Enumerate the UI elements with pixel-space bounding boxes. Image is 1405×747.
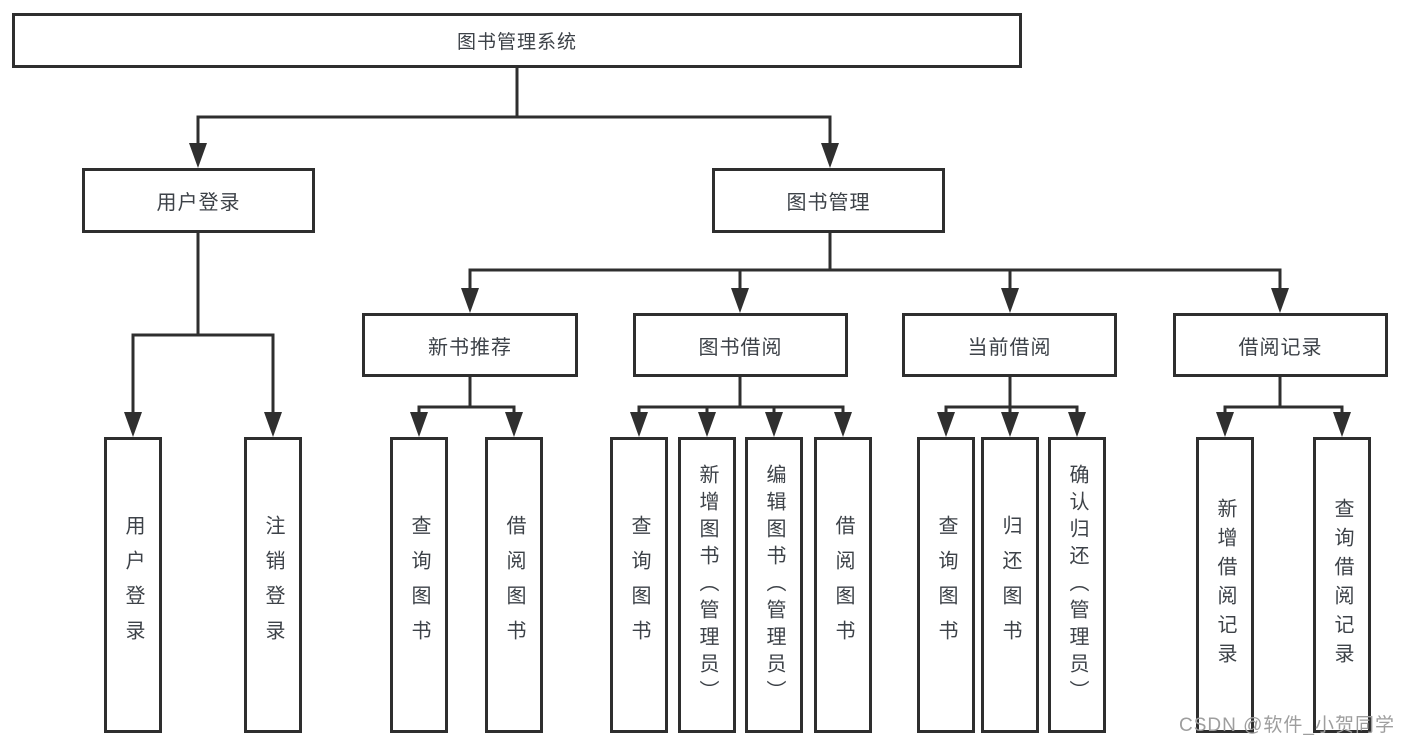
connector-root-split	[196, 68, 832, 146]
node-add-books-admin-label: 新增图书（管理员）	[696, 463, 718, 707]
arrowhead	[1001, 412, 1019, 437]
node-add-borrow-record-label: 新增借阅记录	[1214, 498, 1236, 672]
connector-book-borrow-split	[637, 377, 845, 416]
node-borrow-books-action: 借阅图书	[814, 437, 872, 733]
node-query-borrow-record: 查询借阅记录	[1313, 437, 1371, 733]
arrowhead	[698, 412, 716, 437]
arrowhead	[731, 288, 749, 313]
node-borrow-books-recommend: 借阅图书	[485, 437, 543, 733]
node-borrow-records-label: 借阅记录	[1238, 336, 1323, 359]
node-user-login-label: 用户登录	[156, 192, 241, 214]
node-user-login: 用户登录	[82, 168, 315, 233]
node-query-books-borrow-label: 查询图书	[628, 515, 650, 655]
node-query-borrow-record-label: 查询借阅记录	[1331, 498, 1353, 672]
node-new-book-recommend: 新书推荐	[362, 313, 578, 377]
node-logout-action-label: 注销登录	[262, 515, 284, 655]
node-book-management-label: 图书管理	[786, 192, 871, 214]
connector-paths	[131, 68, 1344, 416]
node-return-books-label: 归还图书	[999, 515, 1021, 655]
connector-new-book-split	[417, 377, 516, 416]
node-user-login-action: 用户登录	[104, 437, 162, 733]
node-current-borrow-label: 当前借阅	[967, 336, 1052, 359]
node-add-borrow-record: 新增借阅记录	[1196, 437, 1254, 733]
node-query-books-recommend: 查询图书	[390, 437, 448, 733]
node-book-management: 图书管理	[712, 168, 945, 233]
arrowhead	[834, 412, 852, 437]
arrowhead	[461, 288, 479, 313]
arrowhead	[1216, 412, 1234, 437]
node-add-books-admin: 新增图书（管理员）	[678, 437, 736, 733]
arrowhead	[1271, 288, 1289, 313]
connector-book-mgmt-split	[468, 233, 1282, 292]
node-current-borrow: 当前借阅	[902, 313, 1117, 377]
arrowhead	[821, 143, 839, 168]
arrowhead	[189, 143, 207, 168]
node-query-books-borrow: 查询图书	[610, 437, 668, 733]
node-edit-books-admin-label: 编辑图书（管理员）	[763, 463, 785, 707]
arrowhead	[264, 412, 282, 437]
arrowhead	[1001, 288, 1019, 313]
node-borrow-books-action-label: 借阅图书	[832, 515, 854, 655]
watermark: CSDN @软件_小贺同学	[1179, 715, 1395, 736]
connector-current-borrow-split	[944, 377, 1079, 416]
node-book-borrow-label: 图书借阅	[698, 336, 783, 359]
node-return-books: 归还图书	[981, 437, 1039, 733]
connector-user-login-split	[131, 233, 275, 416]
arrowhead	[630, 412, 648, 437]
arrowhead	[505, 412, 523, 437]
arrowhead	[410, 412, 428, 437]
node-logout-action: 注销登录	[244, 437, 302, 733]
node-query-books-recommend-label: 查询图书	[408, 515, 430, 655]
node-borrow-books-recommend-label: 借阅图书	[503, 515, 525, 655]
node-user-login-action-label: 用户登录	[122, 515, 144, 655]
arrowheads	[124, 143, 1351, 437]
arrowhead	[937, 412, 955, 437]
arrowhead	[1068, 412, 1086, 437]
arrowhead	[765, 412, 783, 437]
connector-borrow-records-split	[1223, 377, 1344, 416]
node-library-system-label: 图书管理系统	[456, 32, 577, 53]
node-book-borrow: 图书借阅	[633, 313, 848, 377]
node-query-books-current-label: 查询图书	[935, 515, 957, 655]
arrowhead	[124, 412, 142, 437]
node-new-book-recommend-label: 新书推荐	[428, 336, 512, 359]
arrowhead	[1333, 412, 1351, 437]
node-query-books-current: 查询图书	[917, 437, 975, 733]
node-confirm-return-admin-label: 确认归还（管理员）	[1066, 463, 1088, 707]
node-confirm-return-admin: 确认归还（管理员）	[1048, 437, 1106, 733]
node-borrow-records: 借阅记录	[1173, 313, 1388, 377]
node-library-system: 图书管理系统	[12, 13, 1022, 68]
node-edit-books-admin: 编辑图书（管理员）	[745, 437, 803, 733]
